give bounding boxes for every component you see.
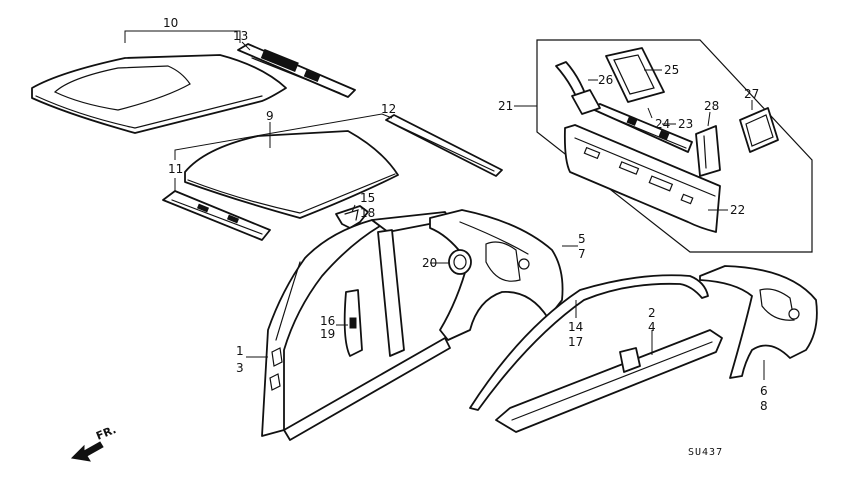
- callout-3: 3: [236, 361, 244, 375]
- rear-upper-frame: [605, 47, 665, 103]
- roof-panel-sunroof: [31, 54, 287, 134]
- callout-18: 18: [360, 206, 375, 220]
- callout-2: 2: [648, 306, 656, 320]
- front-direction-indicator: FR.: [70, 423, 118, 462]
- center-pillar-reinforcement: [343, 289, 363, 357]
- callout-19: 19: [320, 327, 335, 341]
- callout-24: 24: [655, 117, 670, 131]
- callout-13: 13: [233, 29, 248, 43]
- callout-27: 27: [744, 87, 759, 101]
- side-panel-front-outer: [261, 211, 451, 441]
- callout-23: 23: [678, 117, 693, 131]
- callout-20: 20: [422, 256, 437, 270]
- callout-9: 9: [266, 109, 274, 123]
- callout-labels: 10 13 9 12 11 15 18 21 22 23 24 25 26 27…: [163, 16, 768, 413]
- callout-5: 5: [578, 232, 586, 246]
- callout-14: 14: [568, 320, 583, 334]
- roof-rail-front-upper: [237, 43, 356, 98]
- roof-bracket: [335, 205, 369, 229]
- roof-side-rail-weatherstrip: [469, 274, 709, 411]
- roof-panel: [184, 130, 399, 219]
- callout-4: 4: [648, 320, 656, 334]
- diagram-code: SU437: [688, 447, 723, 458]
- callout-22: 22: [730, 203, 745, 217]
- side-sill-rocker-panel: [495, 329, 723, 433]
- callout-leaders: [124, 30, 765, 380]
- callout-15: 15: [360, 191, 375, 205]
- callout-11: 11: [168, 162, 183, 176]
- front-direction-label: FR.: [94, 423, 118, 443]
- tail-light-housing: [739, 107, 779, 153]
- callout-7: 7: [578, 247, 586, 261]
- roof-rail-rear: [385, 114, 503, 177]
- rear-panel-assembly-frame: [536, 39, 813, 253]
- callout-25: 25: [664, 63, 679, 77]
- callout-16: 16: [320, 314, 335, 328]
- callout-6: 6: [760, 384, 768, 398]
- callout-12: 12: [381, 102, 396, 116]
- rear-inner-bracket: [555, 61, 601, 115]
- callout-10: 10: [163, 16, 178, 30]
- callout-21: 21: [498, 99, 513, 113]
- callout-1: 1: [236, 344, 244, 358]
- callout-26: 26: [598, 73, 613, 87]
- rear-pillar-bracket: [695, 125, 721, 177]
- rear-panel: [563, 124, 721, 233]
- windshield-header-rail: [162, 190, 271, 241]
- fuel-filler-cup: [448, 249, 472, 275]
- callout-17: 17: [568, 335, 583, 349]
- callout-28: 28: [704, 99, 719, 113]
- quarter-panel-rear-separate: [699, 265, 818, 379]
- front-arrow-icon: [70, 441, 104, 462]
- callout-8: 8: [760, 399, 768, 413]
